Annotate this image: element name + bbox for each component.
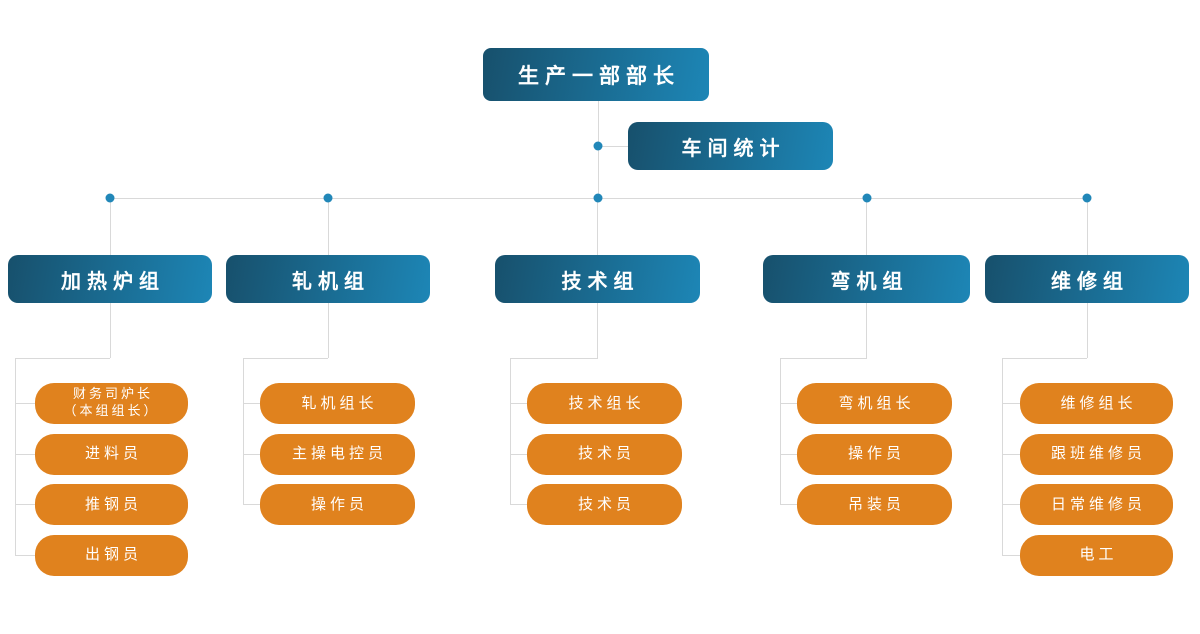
member-stub-line bbox=[1002, 453, 1020, 455]
connector-line bbox=[15, 357, 110, 359]
group-node-3[interactable]: 技术组 bbox=[495, 255, 700, 303]
group-node-4[interactable]: 弯机组 bbox=[763, 255, 970, 303]
member-node[interactable]: 技术员 bbox=[527, 484, 682, 525]
group-drop-line bbox=[109, 198, 111, 255]
group-drop-line bbox=[866, 198, 867, 255]
member-node[interactable]: 日常维修员 bbox=[1020, 484, 1173, 525]
staff-branch-line bbox=[598, 145, 628, 147]
member-node[interactable]: 弯机组长 bbox=[797, 383, 952, 424]
connector-line bbox=[327, 303, 329, 358]
member-stub-line bbox=[243, 403, 260, 404]
member-rail-line bbox=[509, 358, 511, 505]
member-stub-line bbox=[243, 504, 260, 505]
connector-line bbox=[597, 303, 598, 358]
member-stub-line bbox=[15, 403, 35, 404]
member-node[interactable]: 进料员 bbox=[35, 433, 188, 475]
group-drop-line bbox=[597, 198, 598, 255]
member-node[interactable]: 跟班维修员 bbox=[1020, 433, 1173, 475]
connector-line bbox=[243, 357, 328, 359]
connector-line bbox=[1002, 357, 1087, 359]
member-rail-line bbox=[1001, 358, 1003, 555]
connector-line bbox=[866, 303, 867, 358]
group-drop-line bbox=[327, 198, 329, 255]
member-stub-line bbox=[780, 504, 797, 505]
member-node[interactable]: 技术员 bbox=[527, 433, 682, 475]
member-node[interactable]: 吊装员 bbox=[797, 484, 952, 525]
member-node[interactable]: 电工 bbox=[1020, 534, 1173, 576]
connector-dot bbox=[593, 193, 602, 203]
member-stub-line bbox=[1002, 504, 1020, 505]
connector-dot bbox=[323, 193, 333, 203]
member-stub-line bbox=[510, 504, 527, 505]
member-stub-line bbox=[15, 554, 35, 556]
group-node-1[interactable]: 加热炉组 bbox=[8, 255, 212, 303]
staff-node[interactable]: 车间统计 bbox=[628, 122, 833, 170]
member-stub-line bbox=[780, 403, 797, 404]
connector-line bbox=[1086, 303, 1088, 358]
member-node[interactable]: 技术组长 bbox=[527, 383, 682, 424]
connector-line bbox=[109, 303, 111, 358]
member-rail-line bbox=[242, 358, 244, 505]
member-node[interactable]: 操作员 bbox=[797, 433, 952, 475]
group-node-5[interactable]: 维修组 bbox=[985, 255, 1189, 303]
root-node[interactable]: 生产一部部长 bbox=[483, 48, 709, 101]
member-node[interactable]: 主操电控员 bbox=[260, 433, 415, 475]
member-rail-line bbox=[14, 358, 16, 555]
connector-dot bbox=[1082, 193, 1092, 203]
connector-dot bbox=[593, 141, 603, 151]
group-drop-line bbox=[1086, 198, 1088, 255]
member-node[interactable]: 出钢员 bbox=[35, 534, 188, 576]
member-stub-line bbox=[780, 453, 797, 455]
member-node[interactable]: 操作员 bbox=[260, 484, 415, 525]
group-node-2[interactable]: 轧机组 bbox=[226, 255, 430, 303]
connector-line bbox=[510, 357, 598, 359]
member-stub-line bbox=[243, 453, 260, 455]
member-stub-line bbox=[1002, 554, 1020, 556]
member-node[interactable]: 维修组长 bbox=[1020, 383, 1173, 424]
connector-line bbox=[780, 357, 867, 359]
connector-dot bbox=[105, 193, 115, 203]
member-node[interactable]: 推钢员 bbox=[35, 484, 188, 525]
member-node[interactable]: 轧机组长 bbox=[260, 383, 415, 424]
member-stub-line bbox=[510, 403, 527, 404]
member-rail-line bbox=[779, 358, 781, 505]
member-stub-line bbox=[1002, 403, 1020, 404]
member-stub-line bbox=[15, 504, 35, 505]
member-node[interactable]: 财务司炉长 （本组组长） bbox=[35, 383, 188, 424]
member-stub-line bbox=[15, 453, 35, 455]
connector-dot bbox=[862, 193, 871, 203]
member-stub-line bbox=[510, 453, 527, 455]
